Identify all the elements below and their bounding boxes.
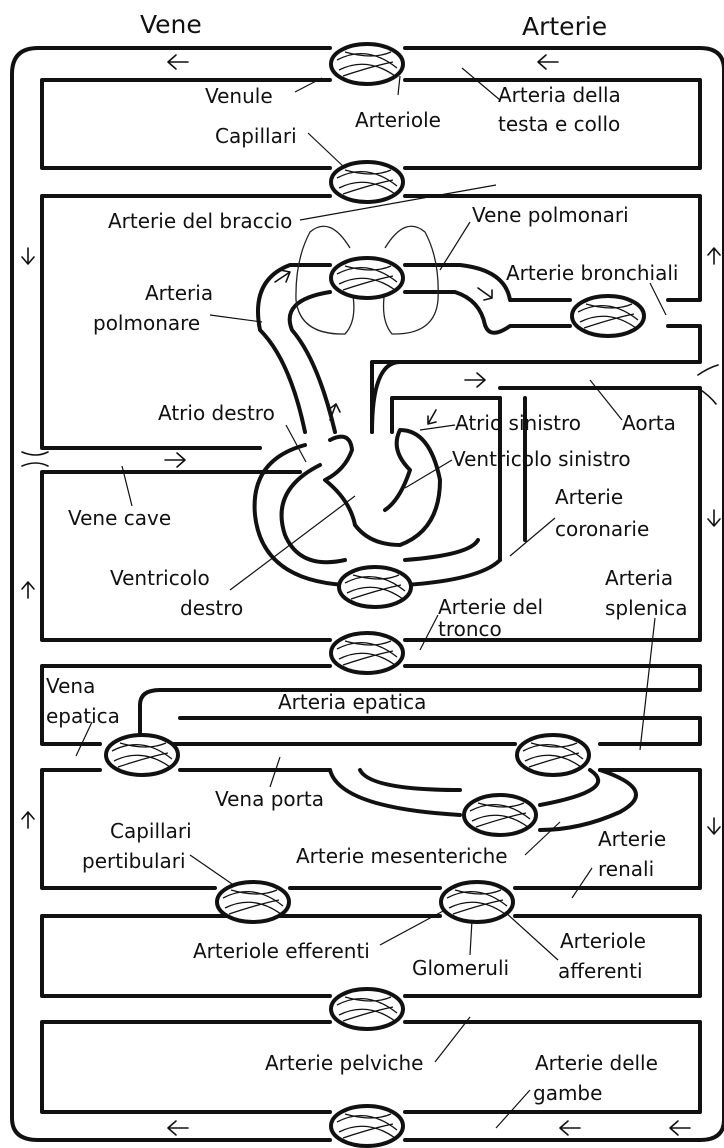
- capillary-head-neck: [329, 42, 405, 86]
- structure-labels: Venule Arteriole Arteria della testa e c…: [46, 83, 687, 1105]
- label-pulmonary-artery-line2: polmonare: [93, 311, 200, 335]
- label-right-ventricle: Ventricolo: [110, 566, 210, 590]
- arrow-left-icon: [167, 54, 189, 70]
- label-mesenteric-arteries: Arterie mesenteriche: [296, 844, 508, 868]
- label-renal-arteries: Arterie: [598, 827, 666, 851]
- label-hepatic-vein: Vena: [46, 674, 95, 698]
- capillary-pelvic: [329, 987, 405, 1031]
- label-trunk-arteries-line2: tronco: [438, 617, 502, 641]
- label-portal-vein: Vena porta: [215, 787, 324, 811]
- arrow-down-icon: [21, 247, 35, 265]
- flow-arrows: [21, 54, 721, 1136]
- label-pelvic-arteries: Arterie pelviche: [265, 1051, 423, 1075]
- arrow-left-icon: [559, 1120, 581, 1136]
- lung-outlines: [295, 225, 439, 335]
- arrow-down-icon: [707, 817, 721, 835]
- label-right-ventricle-line2: destro: [180, 596, 243, 620]
- capillary-spleen: [515, 733, 591, 777]
- label-trunk-arteries: Arterie del: [438, 595, 543, 619]
- arrow-left-icon: [537, 54, 559, 70]
- label-venule: Venule: [205, 84, 273, 108]
- label-pulmonary-veins: Vene polmonari: [472, 203, 629, 227]
- label-arm-arteries: Arterie del braccio: [108, 209, 292, 233]
- label-coronary-arteries-line2: coronarie: [555, 517, 649, 541]
- capillary-trunk: [329, 631, 405, 675]
- arrow-up-icon: [21, 581, 35, 599]
- label-peritubular-capillaries-line2: pertibulari: [82, 849, 186, 873]
- arrow-right-icon: [274, 269, 291, 283]
- capillary-bronchial: [570, 294, 646, 338]
- label-peritubular-capillaries: Capillari: [110, 819, 192, 843]
- arrow-down-icon: [427, 409, 437, 425]
- label-renal-arteries-line2: renali: [598, 857, 654, 881]
- label-leg-arteries: Arterie delle: [535, 1051, 658, 1075]
- label-head-neck-artery-line2: testa e collo: [498, 112, 620, 136]
- label-left-atrium: Atrio sinistro: [455, 411, 581, 435]
- arrow-up-icon: [327, 403, 341, 421]
- label-afferent-arterioles-line2: afferenti: [558, 959, 643, 983]
- label-head-neck-artery: Arteria della: [498, 83, 621, 107]
- veins-header: Vene: [140, 10, 202, 39]
- capillary-liver: [104, 733, 180, 777]
- label-bronchial-arteries: Arterie bronchiali: [506, 261, 678, 285]
- label-afferent-arterioles: Arteriole: [560, 929, 646, 953]
- label-splenic-artery-line2: splenica: [605, 596, 687, 620]
- branch-arrow-icon: [697, 364, 719, 405]
- capillary-lung: [329, 256, 405, 300]
- arrow-right-icon: [464, 372, 486, 388]
- label-hepatic-artery: Arteria epatica: [278, 690, 426, 714]
- capillary-coronary: [337, 565, 413, 609]
- label-arteriole: Arteriole: [355, 108, 441, 132]
- label-splenic-artery: Arteria: [605, 566, 673, 590]
- capillary-glomeruli: [439, 880, 515, 924]
- arrow-right-icon: [164, 452, 186, 468]
- arrow-up-icon: [707, 247, 721, 265]
- arrow-left-icon: [167, 1120, 189, 1136]
- label-vena-cava: Vene cave: [68, 506, 171, 530]
- arrow-up-icon: [21, 811, 35, 829]
- label-left-ventricle: Ventricolo sinistro: [452, 447, 631, 471]
- label-leg-arteries-line2: gambe: [533, 1081, 602, 1105]
- branch-arrow-icon: [21, 451, 49, 467]
- label-glomeruli: Glomeruli: [412, 956, 509, 980]
- capillary-legs: [329, 1104, 405, 1148]
- arrow-down-icon: [707, 509, 721, 527]
- label-aorta: Aorta: [622, 411, 676, 435]
- arrow-left-icon: [669, 1120, 691, 1136]
- label-efferent-arterioles: Arteriole efferenti: [193, 939, 370, 963]
- label-capillaries: Capillari: [215, 124, 297, 148]
- arrow-right-icon: [477, 287, 493, 301]
- capillary-peritubular: [215, 880, 291, 924]
- capillary-mesenteric: [462, 793, 538, 837]
- capillary-beds: [104, 42, 646, 1148]
- label-pulmonary-artery: Arteria: [145, 281, 213, 305]
- label-coronary-arteries: Arterie: [555, 485, 623, 509]
- vessel-network: [10, 46, 724, 1142]
- arteries-header: Arterie: [522, 12, 607, 41]
- label-right-atrium: Atrio destro: [158, 401, 275, 425]
- capillary-arm: [329, 160, 405, 204]
- label-hepatic-vein-line2: epatica: [46, 704, 120, 728]
- leader-lines: [75, 67, 667, 1129]
